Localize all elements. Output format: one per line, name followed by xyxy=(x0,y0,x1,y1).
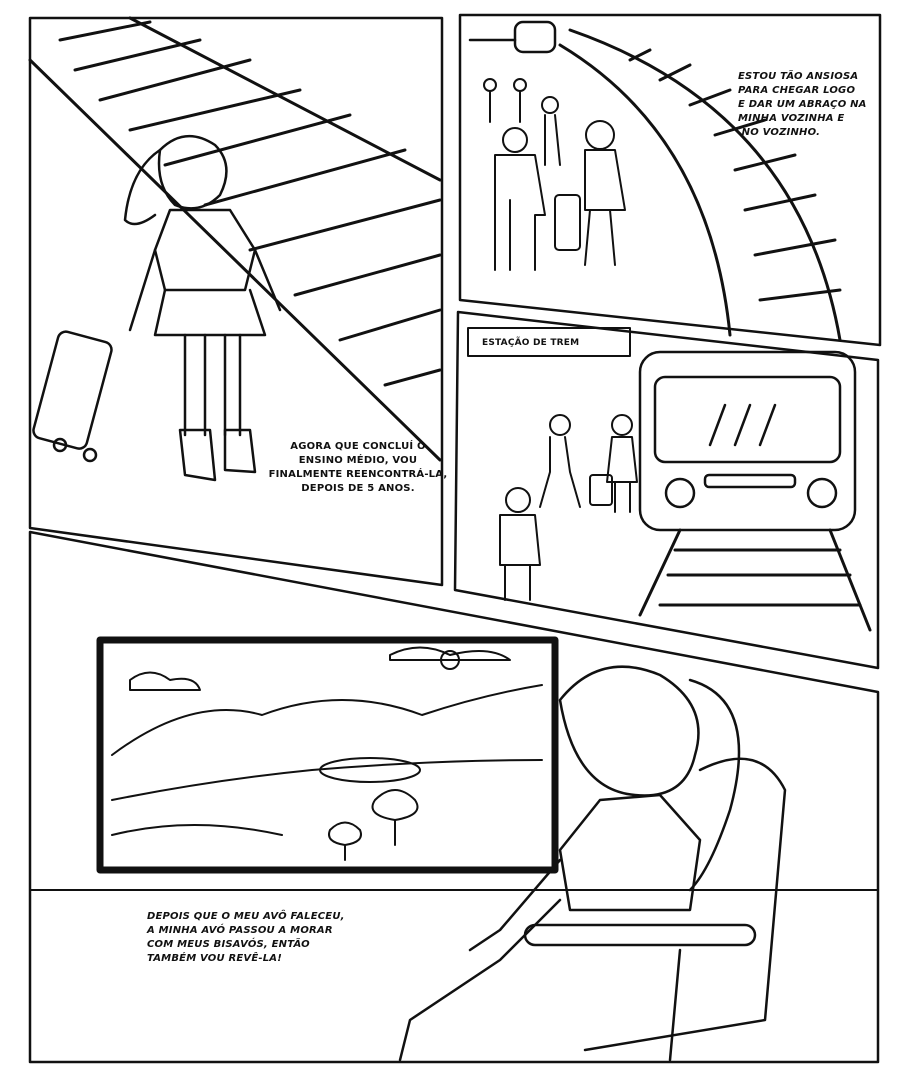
caption-line: COM MEUS BISAVÓS, ENTÃO xyxy=(147,939,310,950)
caption-line: TAMBÉM VOU REVÊ-LA! xyxy=(147,953,283,964)
caption-line: A MINHA AVÓ PASSOU A MORAR xyxy=(147,925,333,936)
caption-line: AGORA QUE CONCLUÍ O xyxy=(290,441,426,452)
caption-line: ENSINO MÉDIO, VOU xyxy=(298,455,418,466)
caption-line: NO VOZINHO. xyxy=(738,127,821,138)
caption-line: PARA CHEGAR LOGO xyxy=(738,85,856,96)
station-sign-board xyxy=(467,327,631,357)
seated-girl xyxy=(398,665,741,1062)
railway-tracks xyxy=(28,16,442,462)
panel-1-caption: AGORA QUE CONCLUÍ O ENSINO MÉDIO, VOU FI… xyxy=(268,440,448,496)
passengers xyxy=(483,78,626,271)
station-sign: ESTAÇÃO DE TREM xyxy=(482,338,580,348)
caption-line: FINALMENTE REENCONTRÁ-LA, xyxy=(268,469,448,480)
seat xyxy=(523,757,787,1052)
panel-2-caption: ESTOU TÃO ANSIOSA PARA CHEGAR LOGO E DAR… xyxy=(738,70,878,140)
girl-with-suitcase xyxy=(32,134,282,482)
caption-line: E DAR UM ABRAÇO NA xyxy=(738,99,867,110)
curved-tracks xyxy=(558,28,842,342)
panel-4 xyxy=(28,530,880,1064)
caption-line: ESTOU TÃO ANSIOSA xyxy=(738,71,859,82)
panel-2 xyxy=(458,13,882,347)
distant-train xyxy=(468,20,557,54)
train-window xyxy=(96,636,559,874)
caption-line: DEPOIS QUE O MEU AVÔ FALECEU, xyxy=(147,911,345,922)
caption-line: DEPOIS DE 5 ANOS. xyxy=(301,483,415,494)
caption-line: MINHA VOZINHA E xyxy=(738,113,845,124)
panel-3 xyxy=(453,310,880,670)
panel-4-caption: DEPOIS QUE O MEU AVÔ FALECEU, A MINHA AV… xyxy=(147,910,367,966)
tracks-front xyxy=(638,528,872,632)
panel-1 xyxy=(28,16,444,587)
train-front xyxy=(638,350,857,532)
platform-people xyxy=(499,414,638,601)
